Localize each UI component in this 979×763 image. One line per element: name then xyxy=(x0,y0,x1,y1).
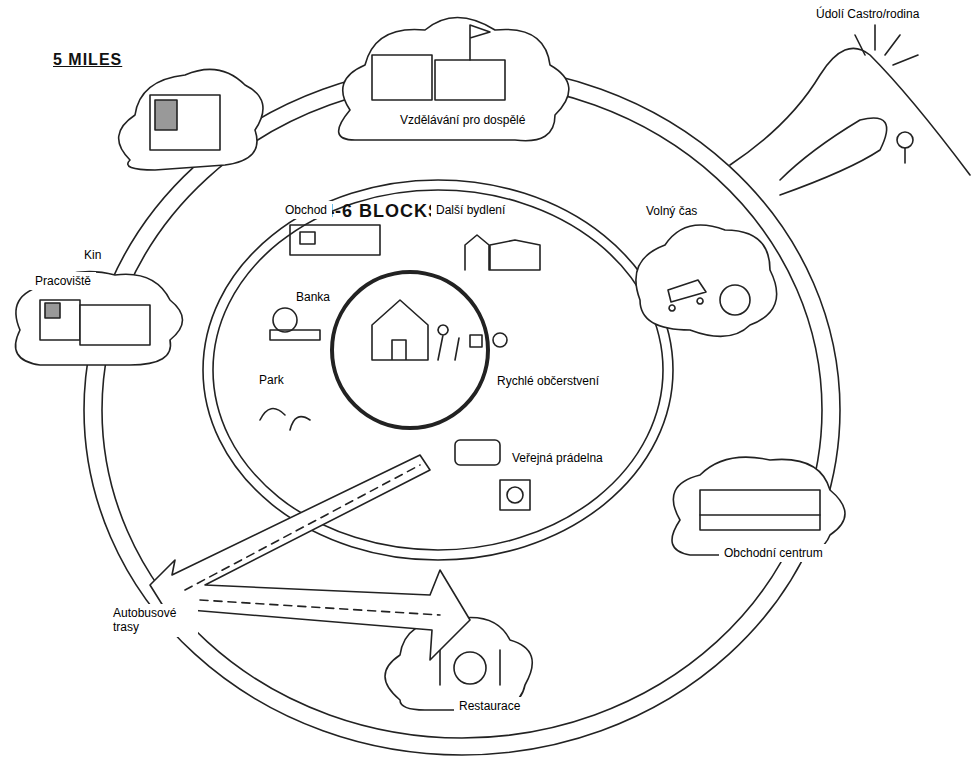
home-circle-part xyxy=(372,300,428,360)
cloud-education-part xyxy=(470,25,490,60)
small-buildings-part xyxy=(455,440,500,465)
cloud-restaurant-part xyxy=(440,650,500,685)
small-buildings-part xyxy=(260,409,310,430)
small-buildings-part xyxy=(270,330,320,340)
cloud-label: Restaurace xyxy=(454,697,525,715)
cloud-cinema xyxy=(119,69,263,170)
mountain-valley-part xyxy=(730,48,970,175)
cloud-label: Kin xyxy=(79,246,106,264)
outer-ring-part xyxy=(84,65,840,755)
cloud-education-part xyxy=(435,60,505,100)
place-label: Údolí Castro/rodina xyxy=(811,5,924,23)
cloud-workplace-part xyxy=(40,300,80,340)
cloud-label: Obchodní centrum xyxy=(719,544,828,562)
small-buildings-part xyxy=(507,487,523,503)
small-buildings-part xyxy=(500,480,530,510)
cloud-mall-part xyxy=(672,457,845,556)
cloud-education xyxy=(339,18,569,141)
cloud-mall xyxy=(672,457,845,556)
inner-ring-part xyxy=(213,190,663,550)
bus-route-arrow-part xyxy=(185,465,440,615)
place-label: Obchod xyxy=(280,201,332,219)
distance-label: 4-6 BLOCKS xyxy=(319,199,446,225)
small-buildings-part xyxy=(493,333,507,347)
distance-label: 5 MILES xyxy=(48,48,127,71)
outer-ring-part xyxy=(102,82,822,738)
outer-ring xyxy=(84,65,840,755)
mountain-valley-part xyxy=(855,25,918,65)
cloud-label: Volný čas xyxy=(641,202,702,220)
small-buildings-part xyxy=(465,235,540,270)
place-label: Veřejná prádelna xyxy=(507,449,608,467)
cloud-mall-part xyxy=(700,514,820,516)
place-label: Park xyxy=(254,371,289,389)
cloud-workplace-part xyxy=(16,272,183,365)
mountain-valley-part xyxy=(780,118,887,195)
place-label: Banka xyxy=(291,288,335,306)
inner-ring xyxy=(203,180,673,560)
cloud-leisure-part xyxy=(636,225,777,336)
cloud-workplace xyxy=(16,272,183,365)
bus-route-arrow xyxy=(150,455,470,660)
cloud-label: Pracoviště xyxy=(30,272,96,290)
cloud-education-part xyxy=(372,55,432,100)
home-circle xyxy=(332,272,488,428)
cloud-cinema-part xyxy=(119,69,263,170)
small-buildings-part xyxy=(273,308,297,332)
inner-ring-part xyxy=(203,180,673,560)
place-label: Rychlé občerstvení xyxy=(492,372,604,390)
cloud-cinema-part xyxy=(155,100,177,130)
small-buildings-part xyxy=(300,232,315,244)
small-buildings-part xyxy=(290,225,380,255)
cloud-restaurant-part xyxy=(454,652,486,684)
mountain-valley-part xyxy=(897,132,913,148)
small-buildings-part xyxy=(470,335,482,347)
cloud-workplace-part xyxy=(80,305,150,345)
cloud-leisure xyxy=(636,225,777,336)
cloud-education-part xyxy=(339,18,569,141)
cloud-workplace-part xyxy=(45,303,60,318)
cloud-label: Vzdělávání pro dospělé xyxy=(395,111,530,129)
mountain-valley-part xyxy=(904,148,906,163)
place-label: Další bydlení xyxy=(431,201,510,219)
cloud-leisure-part xyxy=(668,280,706,311)
cloud-mall-part xyxy=(700,490,820,530)
home-circle-part xyxy=(438,325,459,360)
mountain-valley xyxy=(730,25,970,195)
route-label: Autobusové trasy xyxy=(108,604,198,637)
cloud-cinema-part xyxy=(150,95,220,150)
bus-route-arrow-part xyxy=(150,455,470,660)
cloud-leisure-part xyxy=(720,285,750,315)
home-circle-part xyxy=(332,272,488,428)
